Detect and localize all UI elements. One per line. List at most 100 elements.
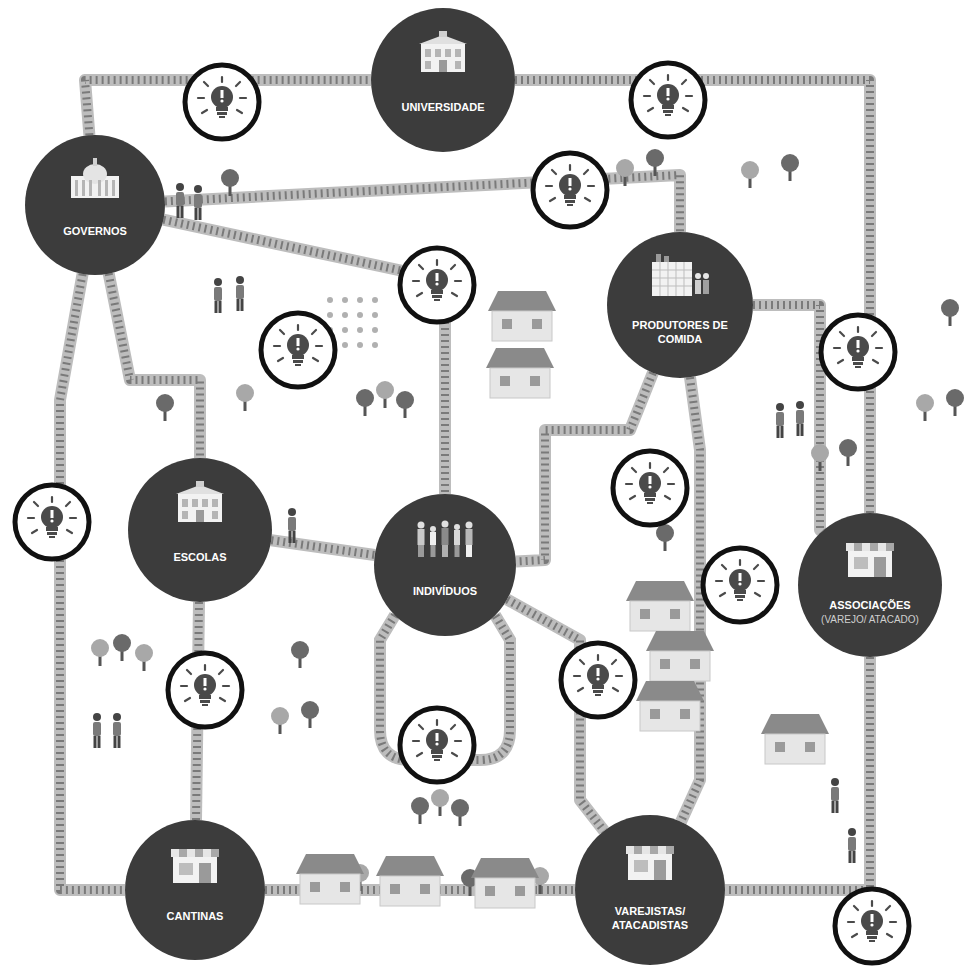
road-connector (109, 274, 200, 458)
actor-circle: GOVERNOS (25, 135, 165, 275)
tree (376, 381, 394, 408)
actor-icon (618, 838, 682, 882)
tree (396, 391, 414, 418)
person (236, 276, 244, 311)
actor-circle: CANTINAS (125, 820, 265, 960)
road-base (163, 220, 445, 494)
tree (656, 524, 674, 551)
idea-bulb (703, 548, 777, 622)
house (296, 854, 364, 904)
idea-bulb (185, 65, 259, 139)
actor-label: CANTINAS (167, 910, 224, 923)
road-chevrons (753, 305, 822, 532)
tree (356, 389, 374, 416)
actor-icon (838, 535, 902, 579)
person (214, 278, 222, 313)
road-connector (163, 220, 445, 494)
actor-circle: PRODUTORES DE COMIDA (607, 232, 753, 378)
tree (431, 789, 449, 816)
tree (221, 169, 239, 196)
idea-bulb (561, 643, 635, 717)
tree (91, 639, 109, 666)
idea-bulb (835, 889, 909, 963)
tree (839, 439, 857, 466)
actor-circle: INDIVÍDUOS (374, 494, 516, 636)
tree (135, 644, 153, 671)
actor-subtitle: (VAREJO/ ATACADO) (821, 614, 919, 626)
house (761, 714, 829, 764)
road-chevrons (109, 274, 200, 458)
trees (91, 149, 964, 896)
tree (236, 384, 254, 411)
idea-bulb (261, 313, 335, 387)
tree (271, 707, 289, 734)
idea-bulb (533, 153, 607, 227)
actor-icon (413, 515, 477, 559)
tree (781, 154, 799, 181)
tree (113, 634, 131, 661)
road-chevrons (60, 274, 125, 890)
person (776, 403, 784, 438)
house (486, 348, 554, 398)
tree (291, 641, 309, 668)
idea-bulb (821, 315, 895, 389)
idea-bulb (613, 451, 687, 525)
actor-label: VAREJISTAS/ ATACADISTAS (598, 905, 702, 931)
actor-circle: UNIVERSIDADE (371, 8, 515, 152)
road-connector (725, 657, 870, 890)
tree (941, 299, 959, 326)
house (488, 291, 556, 341)
idea-bulb (400, 708, 474, 782)
actor-label: ASSOCIAÇÕES (829, 599, 910, 612)
person (194, 185, 202, 220)
idea-bulb (15, 485, 89, 559)
actor-circle: ASSOCIAÇÕES (VAREJO/ ATACADO) (798, 513, 942, 657)
houses (296, 291, 829, 908)
actor-icon (411, 30, 475, 74)
tree (811, 444, 829, 471)
road-connector (753, 305, 822, 532)
road-chevrons (163, 220, 445, 494)
actor-icon (163, 841, 227, 885)
tree (411, 797, 429, 824)
actor-icon (648, 254, 712, 298)
actor-label: PRODUTORES DE COMIDA (630, 319, 730, 345)
actor-icon (63, 156, 127, 200)
tree (301, 701, 319, 728)
road-base (60, 274, 125, 890)
house (376, 856, 444, 906)
tree (156, 394, 174, 421)
person (288, 508, 296, 543)
actor-icon (168, 480, 232, 524)
road-base (725, 657, 870, 890)
road-connector (271, 540, 374, 555)
tree (646, 149, 664, 176)
road-chevrons (271, 540, 374, 555)
house (646, 631, 714, 681)
house (471, 858, 539, 908)
actor-label: GOVERNOS (63, 225, 127, 238)
road-base (753, 305, 822, 532)
house (636, 681, 704, 731)
road-connector (60, 274, 125, 890)
person (831, 778, 839, 813)
person (796, 401, 804, 436)
idea-bulb (631, 63, 705, 137)
idea-bulb (168, 653, 242, 727)
road-connector (515, 80, 870, 513)
person (176, 183, 184, 218)
actor-circle: VAREJISTAS/ ATACADISTAS (575, 815, 725, 965)
road-base (515, 80, 870, 513)
tree (451, 799, 469, 826)
idea-bulb (400, 248, 474, 322)
tree (616, 159, 634, 186)
idea-bulbs (15, 63, 909, 963)
actor-label: UNIVERSIDADE (401, 101, 484, 114)
tree (741, 161, 759, 188)
actor-label: ESCOLAS (173, 551, 226, 564)
road-base (109, 274, 200, 458)
road-chevrons (515, 80, 870, 513)
person (113, 713, 121, 748)
